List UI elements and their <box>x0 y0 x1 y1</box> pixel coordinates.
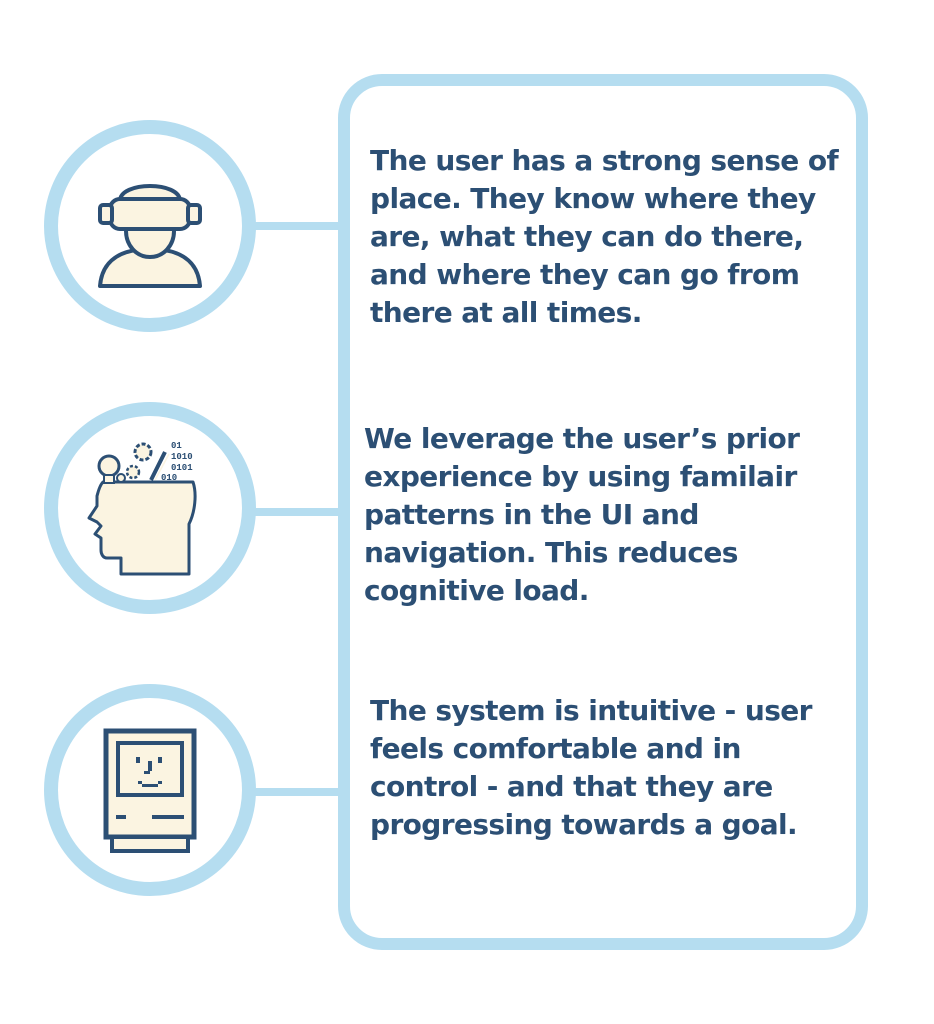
binary-label-4: 010 <box>161 473 177 483</box>
connector-line-3 <box>252 788 344 796</box>
connector-line-2 <box>252 508 344 516</box>
icon-circle-3 <box>44 684 256 896</box>
binary-label-1: 01 <box>171 441 182 451</box>
content-panel <box>338 74 868 950</box>
thinking-head-icon: 01 1010 0101 010 <box>87 441 197 576</box>
item-text-3: The system is intuitive - user feels com… <box>370 694 812 841</box>
icon-circle-1 <box>44 120 256 332</box>
connector-line-1 <box>252 222 344 230</box>
item-text-1: The user has a strong sense of place. Th… <box>370 144 839 329</box>
vr-headset-user-icon <box>98 184 202 288</box>
item-text-2: We leverage the user’s prior experience … <box>364 422 800 607</box>
icon-circle-2: 01 1010 0101 010 <box>44 402 256 614</box>
binary-label-2: 1010 <box>171 452 193 462</box>
retro-computer-icon <box>103 728 197 853</box>
binary-label-3: 0101 <box>171 463 193 473</box>
